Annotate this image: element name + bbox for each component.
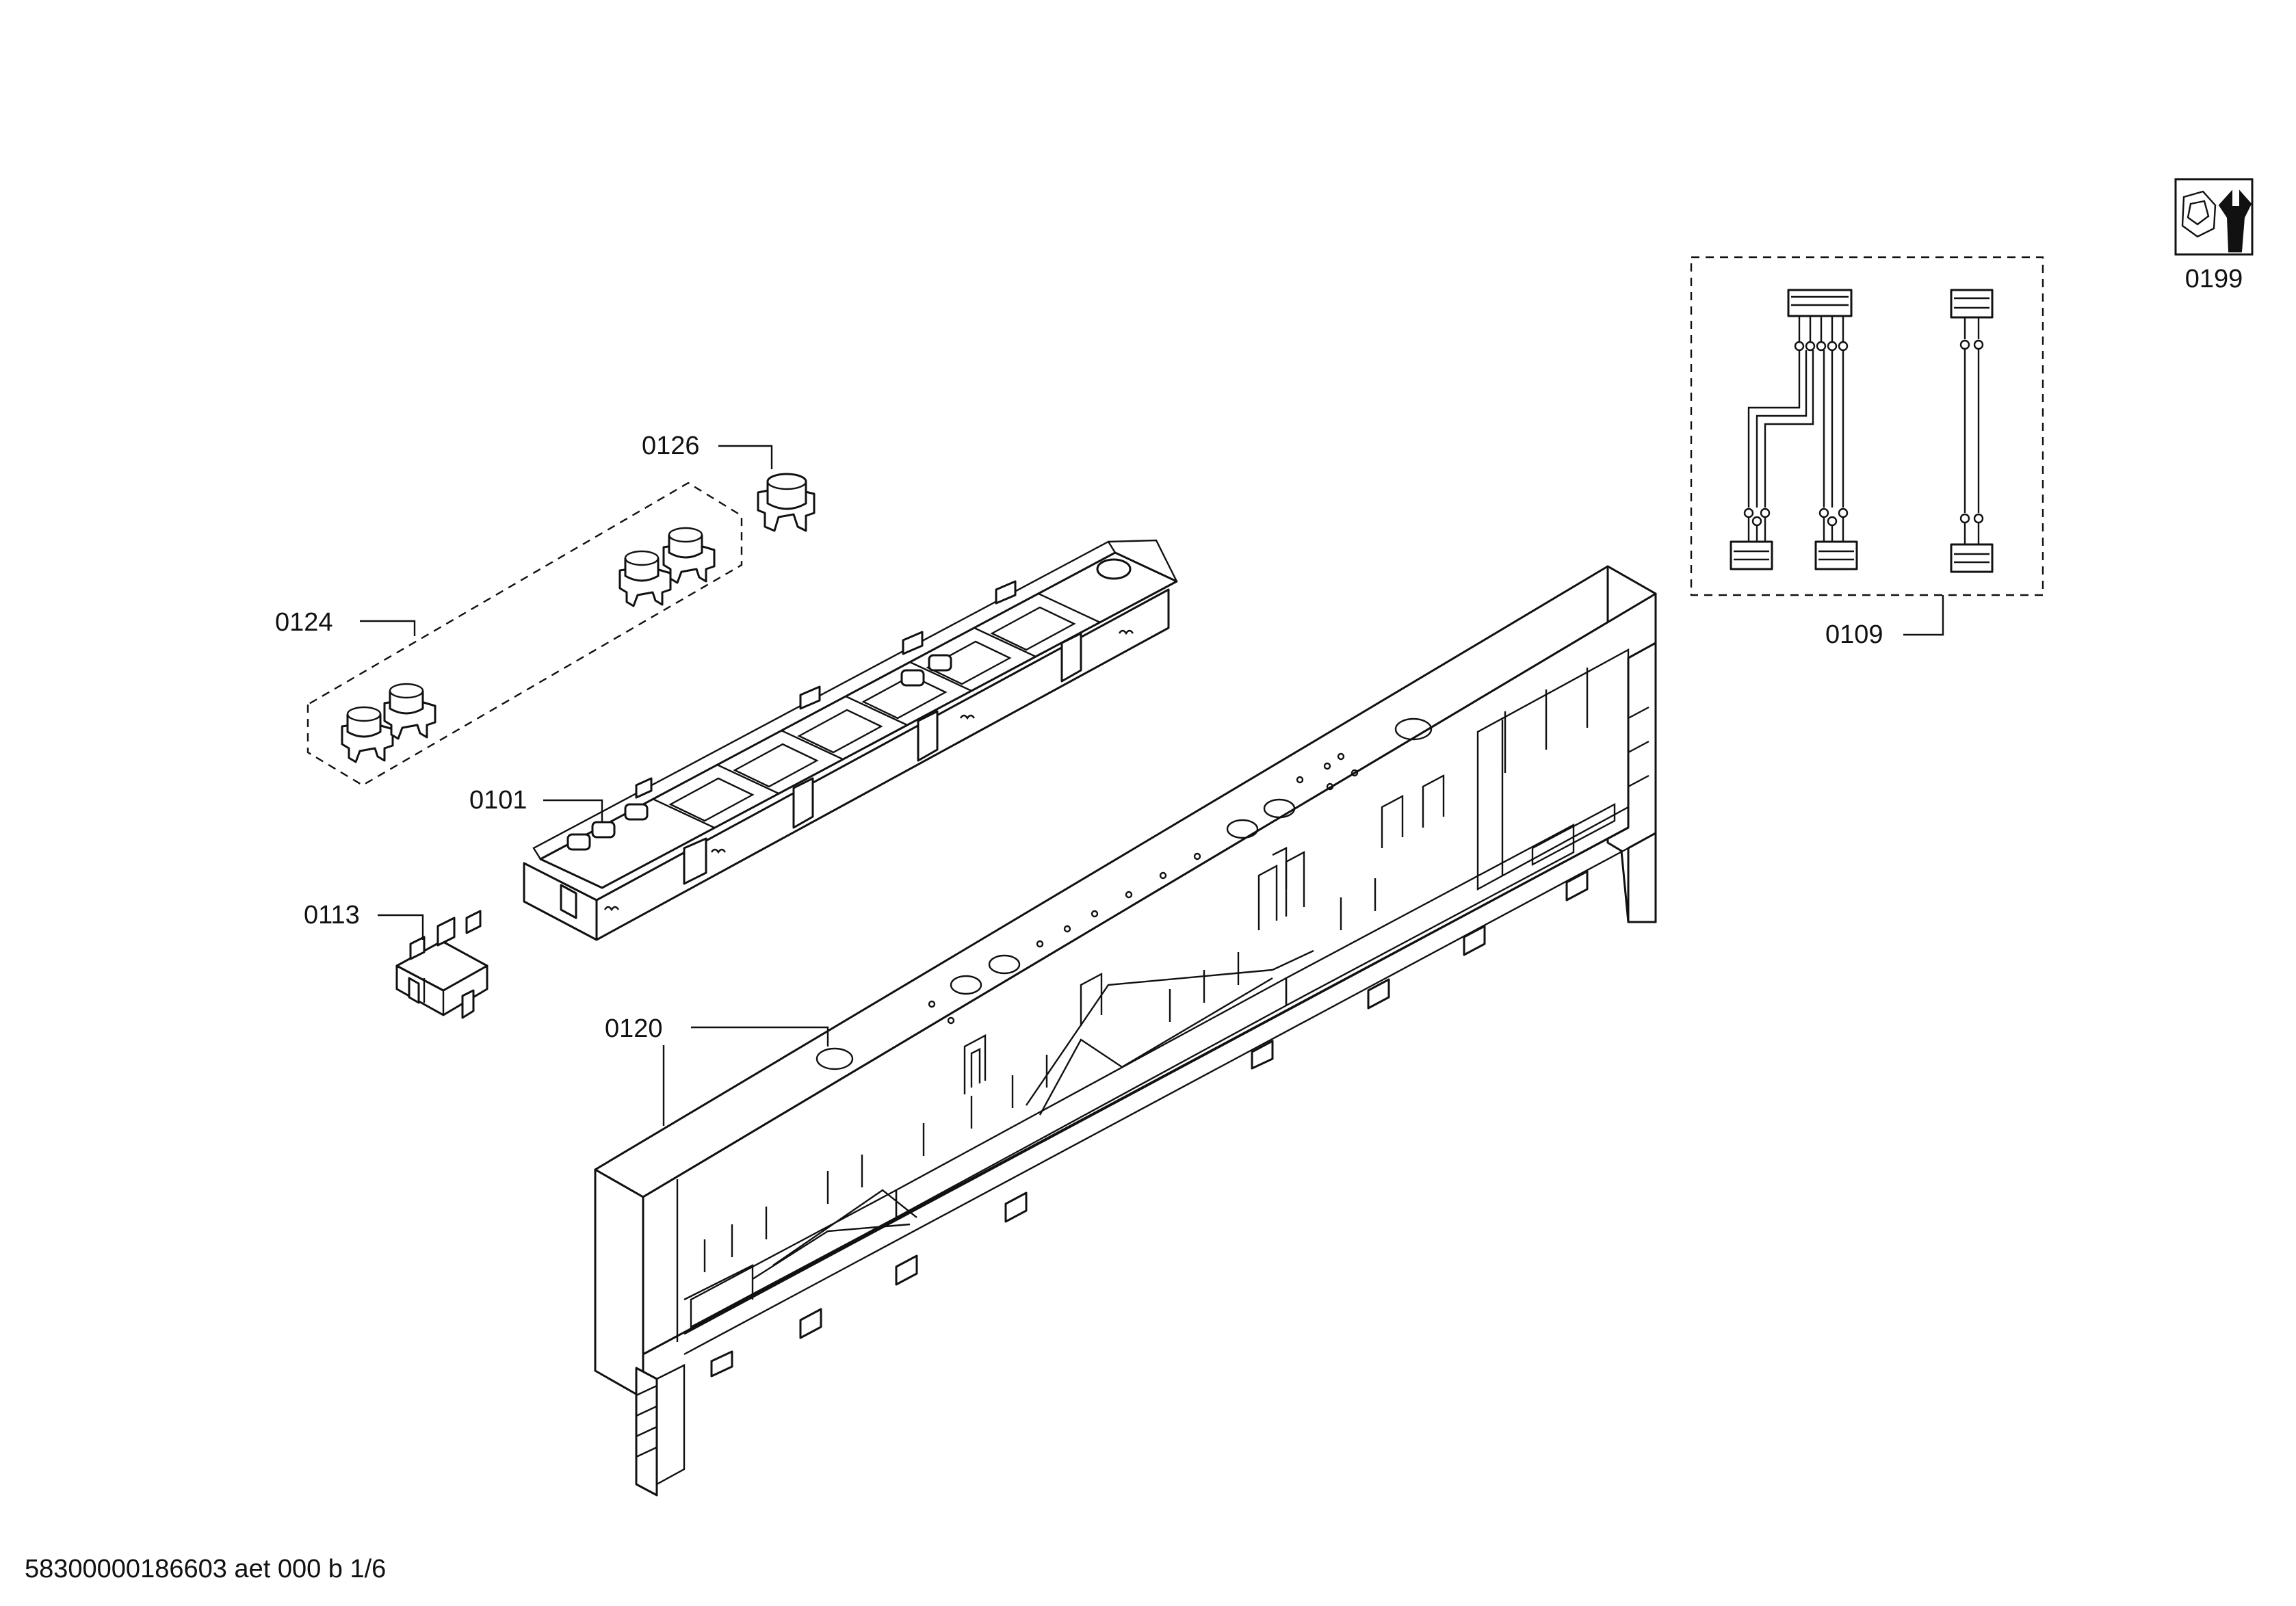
part-label-0199: 0199 — [2185, 265, 2243, 293]
cable-harness-kit[interactable] — [1690, 256, 2044, 596]
part-label-0124: 0124 — [275, 608, 333, 637]
part-label-0109: 0109 — [1825, 620, 1883, 649]
nut-and-wrench-icon[interactable] — [2174, 178, 2254, 256]
control-panel-fascia[interactable] — [594, 565, 1657, 1497]
leader-line-0109 — [1903, 595, 1944, 636]
part-label-0101: 0101 — [469, 786, 527, 815]
part-label-0126: 0126 — [642, 432, 700, 460]
leader-line-0124 — [360, 620, 416, 636]
leader-line-0126 — [718, 445, 773, 469]
push-button-part[interactable] — [757, 473, 816, 532]
part-label-0113: 0113 — [304, 901, 360, 930]
document-code: 58300000186603 aet 000 b 1/6 — [25, 1555, 386, 1583]
leader-line-0101 — [543, 799, 603, 822]
leader-line-0113 — [378, 914, 424, 940]
electronic-module-carrier[interactable] — [523, 539, 1178, 941]
leader-line-0120 — [691, 1026, 829, 1046]
clip-holder-part[interactable] — [395, 910, 488, 1019]
push-button-set[interactable] — [306, 482, 743, 787]
part-label-0120: 0120 — [605, 1014, 663, 1043]
